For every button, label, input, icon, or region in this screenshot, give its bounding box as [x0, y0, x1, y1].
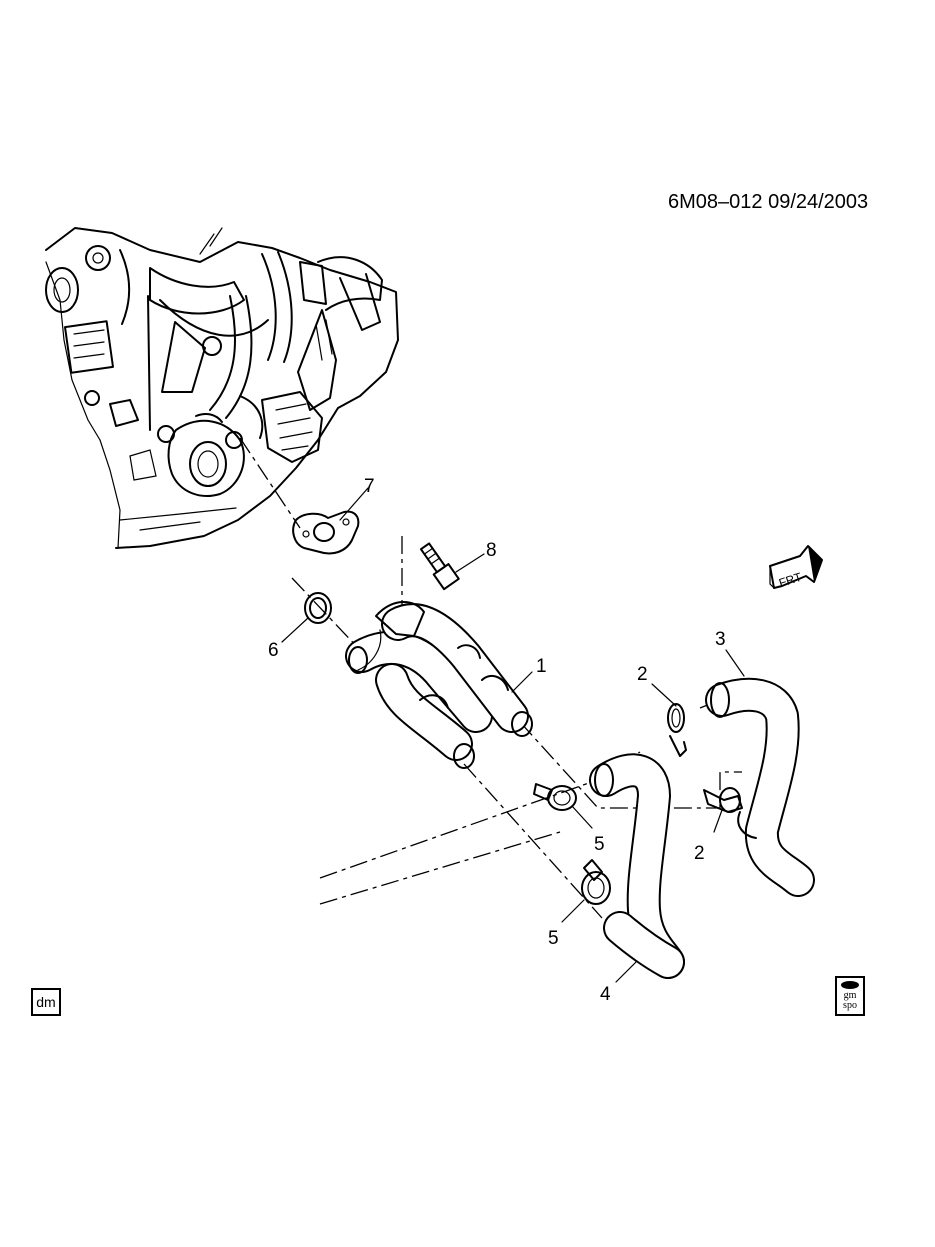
bolt-part — [419, 542, 460, 591]
engine-illustration-icon — [45, 227, 399, 549]
logo-oval — [841, 981, 859, 989]
callout-1: 1 — [536, 656, 547, 677]
o-ring-part — [304, 592, 332, 624]
hose-right-part — [705, 677, 815, 897]
logo-text-gm: gm — [843, 990, 857, 1001]
gm-spo-logo-icon: gm spo — [835, 976, 865, 1016]
hose-lower-part — [589, 753, 685, 979]
gasket-part — [292, 510, 360, 555]
front-label: FRT — [777, 570, 804, 591]
clamp-part — [667, 703, 687, 757]
callout-6: 6 — [268, 640, 279, 661]
callout-8: 8 — [486, 540, 497, 561]
dm-badge: dm — [31, 988, 61, 1016]
logo-text-spo: spo — [843, 1000, 857, 1011]
clamp-part — [581, 859, 611, 905]
pipe-assembly-part — [345, 601, 533, 769]
clamp-part — [703, 787, 743, 813]
callout-2: 2 — [637, 664, 648, 685]
callout-3: 3 — [715, 629, 726, 650]
callout-2: 2 — [694, 843, 705, 864]
callout-7: 7 — [364, 476, 375, 497]
front-arrow-icon: FRT — [769, 545, 823, 591]
clamp-part — [533, 783, 577, 811]
callout-5: 5 — [548, 928, 559, 949]
callout-5: 5 — [594, 834, 605, 855]
diagram-reference: 6M08–012 09/24/2003 — [668, 191, 869, 213]
callout-4: 4 — [600, 984, 611, 1005]
